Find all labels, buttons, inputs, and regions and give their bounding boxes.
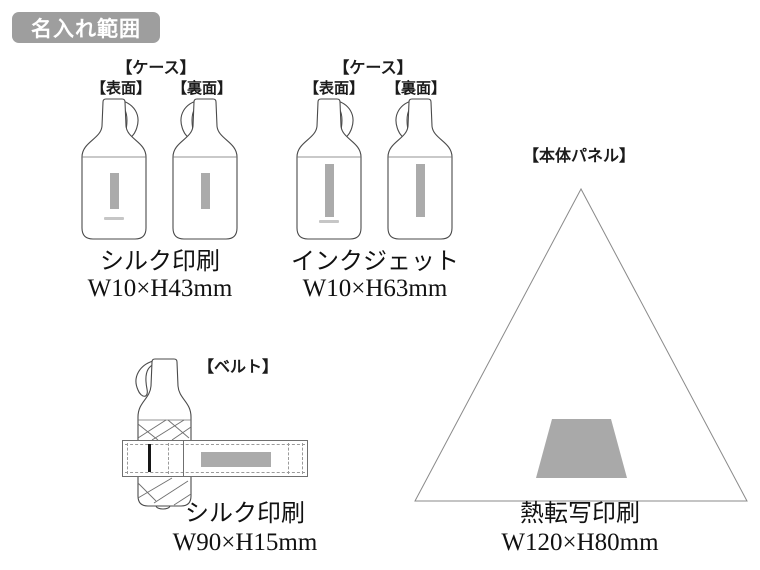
- case-inkjet-size-caption: W10×H63mm: [302, 275, 448, 302]
- print-area-silk-front: [110, 173, 119, 209]
- strap-stitch-line-left: [127, 443, 128, 474]
- bottle-front-silk-illustration: [81, 98, 147, 240]
- strap-stitch-line-top: [125, 444, 305, 445]
- belt-bottle-illustration: [135, 358, 192, 510]
- case-silk-back-label: 【裏面】: [171, 80, 232, 97]
- body-panel-method-caption: 熱転写印刷: [520, 501, 640, 527]
- strap-stitch-line-bottom: [125, 472, 305, 473]
- bottle-back-inkjet-illustration: [387, 98, 453, 240]
- bottle-back-silk-illustration: [172, 98, 238, 240]
- bottle-front-inkjet-illustration: [296, 98, 362, 240]
- print-area-belt-silk: [201, 452, 271, 467]
- case-inkjet-front-label: 【表面】: [303, 80, 364, 97]
- strap-buckle-bar: [148, 444, 151, 472]
- strap-fold-dash-line: [168, 443, 169, 474]
- belt-size-caption: W90×H15mm: [172, 529, 318, 556]
- case-inkjet-back-label: 【裏面】: [385, 80, 446, 97]
- belt-title: 【ベルト】: [197, 359, 278, 376]
- strap-edge-line: [183, 441, 184, 476]
- bottle-handle-loop: [135, 360, 156, 397]
- panel-triangle-outline: [414, 187, 748, 502]
- belt-strap-illustration: [122, 440, 308, 477]
- print-area-inkjet-back: [416, 164, 425, 217]
- strap-stitch-line-right-outer: [302, 443, 303, 474]
- brand-mark-logo: [104, 217, 124, 220]
- imprint-range-badge: 名入れ範囲: [12, 12, 160, 43]
- print-area-heat-transfer: [536, 419, 627, 478]
- belt-wrap-hatching: [137, 419, 192, 506]
- bottle-foot-line: [155, 505, 171, 510]
- case-silk-size-caption: W10×H43mm: [87, 275, 233, 302]
- brand-mark-logo: [319, 220, 339, 223]
- case-silk-front-label: 【表面】: [90, 80, 151, 97]
- print-area-silk-back: [201, 173, 210, 209]
- case-silk-method-caption: シルク印刷: [100, 249, 220, 275]
- case-inkjet-method-caption: インクジェット: [291, 249, 459, 275]
- body-panel-size-caption: W120×H80mm: [501, 529, 659, 556]
- strap-stitch-line-right-inner: [288, 443, 289, 474]
- belt-method-caption: シルク印刷: [185, 501, 305, 527]
- body-panel-illustration: [414, 187, 748, 502]
- case-inkjet-title: 【ケース】: [333, 60, 413, 77]
- print-area-inkjet-front: [325, 164, 334, 217]
- body-panel-title: 【本体パネル】: [522, 148, 635, 165]
- case-silk-title: 【ケース】: [116, 60, 196, 77]
